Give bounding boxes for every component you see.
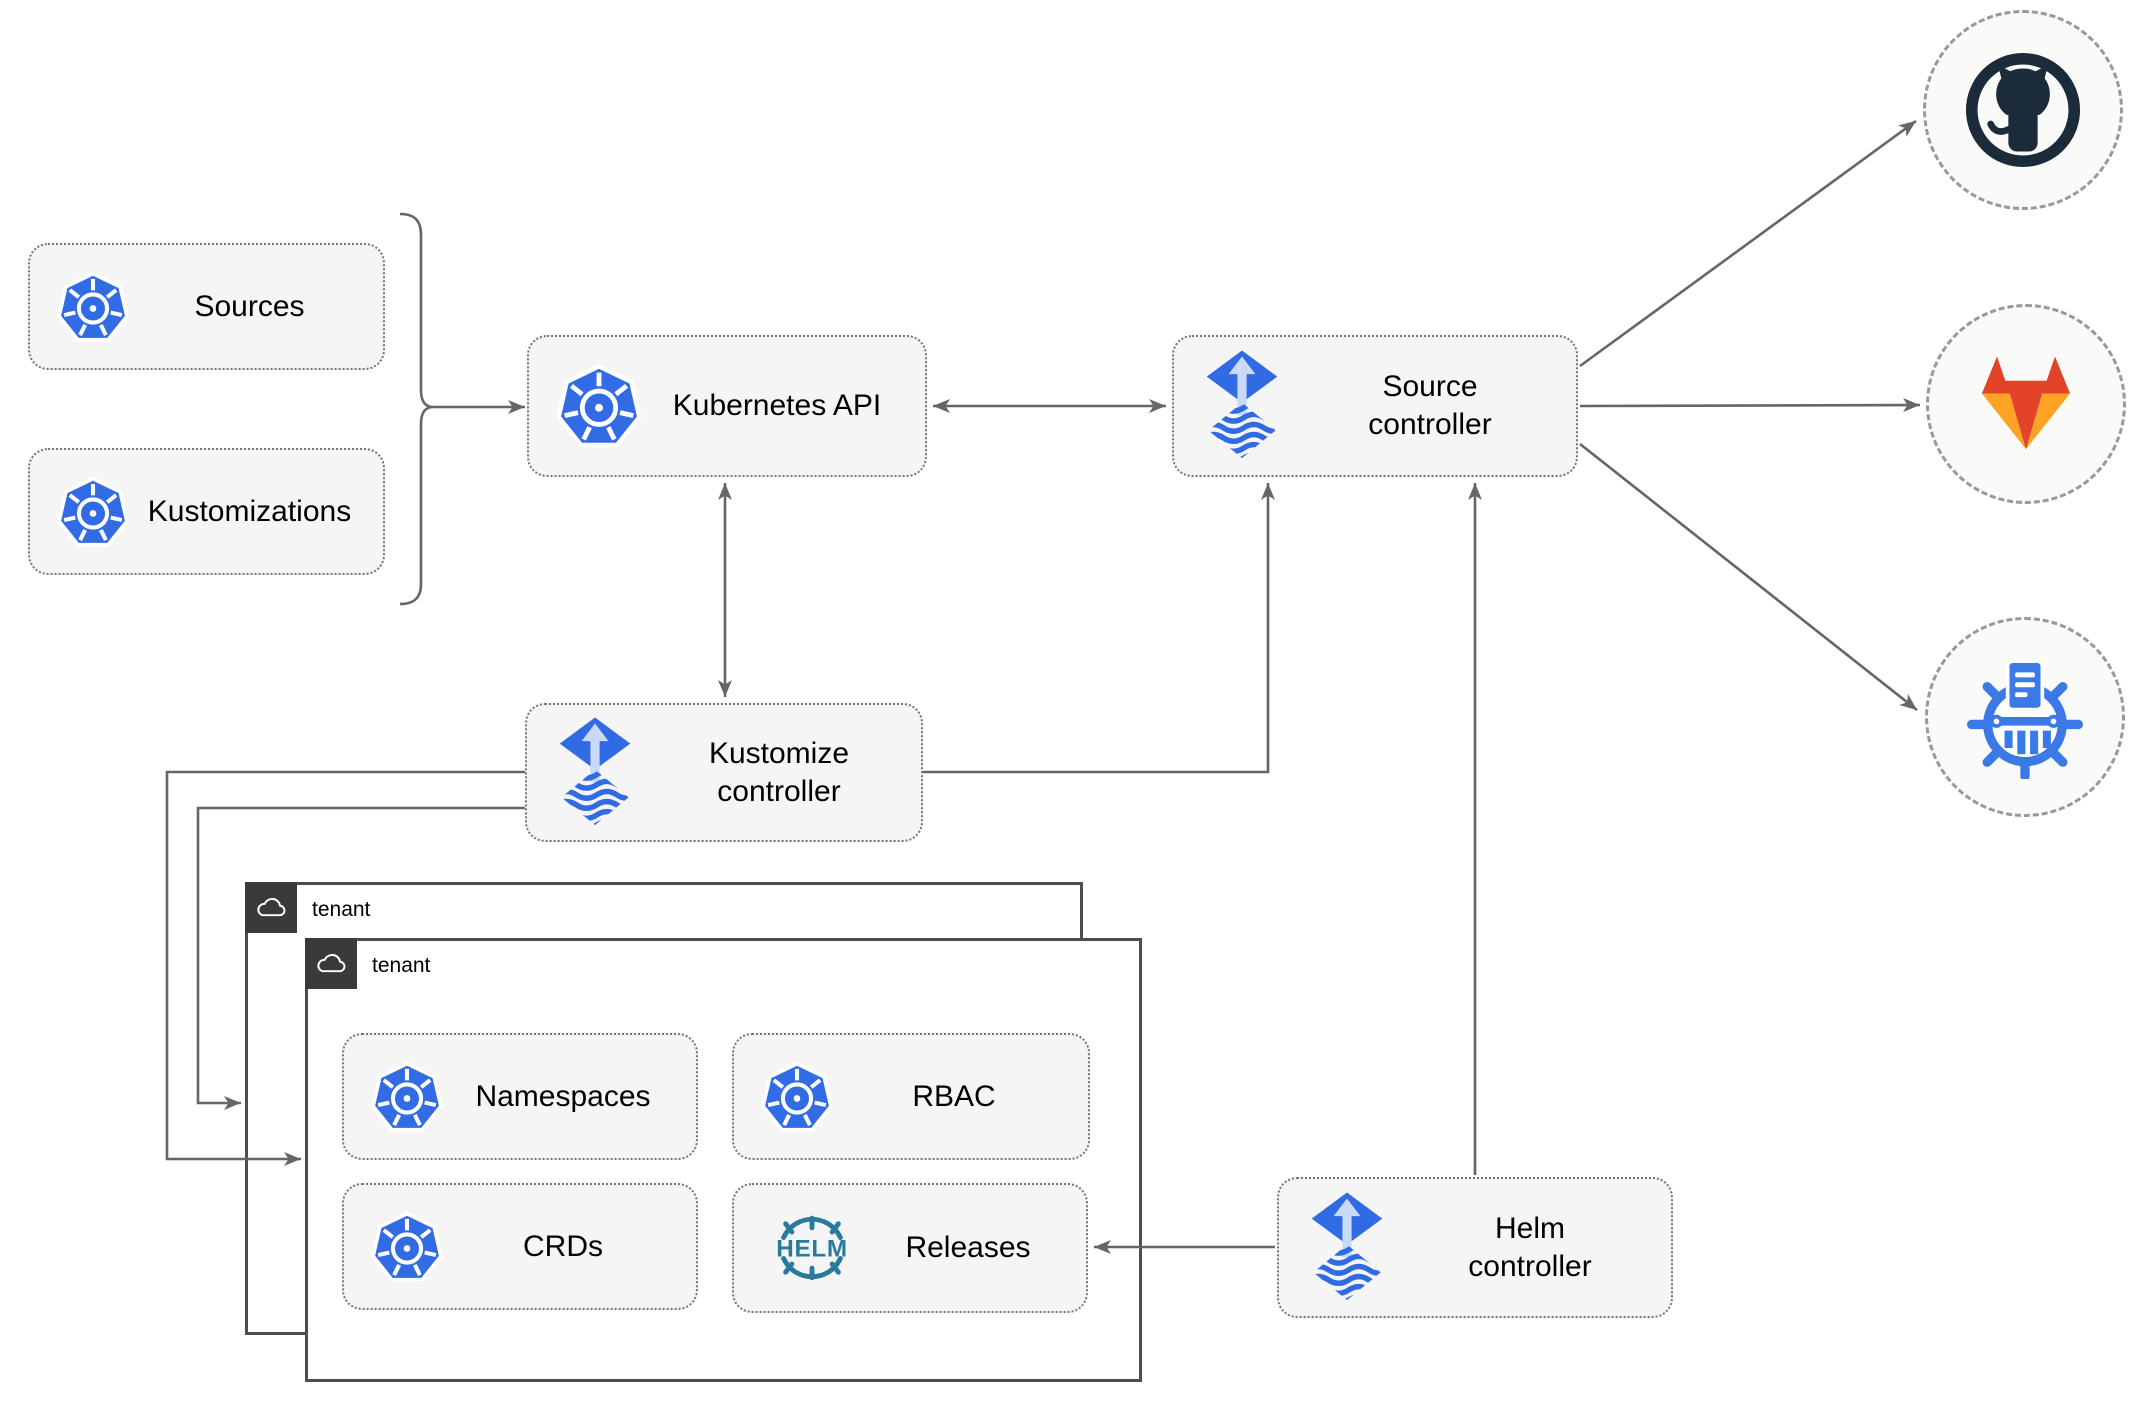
brace (399, 212, 434, 606)
node-label: Kustomize controller (708, 736, 850, 808)
helm-repository-target (1925, 617, 2125, 817)
cloud-icon (305, 938, 357, 989)
edge-source-to-helm-repository (1579, 442, 1918, 712)
node-kustomize-controller: Kustomize controller (525, 703, 923, 842)
svg-text:HELM: HELM (776, 1235, 847, 1262)
node-label: CRDs (523, 1229, 603, 1263)
node-label: RBAC (912, 1079, 996, 1113)
kubernetes-icon (760, 1059, 834, 1135)
node-label: Sources (194, 289, 305, 323)
node-kustomizations: Kustomizations (28, 448, 385, 575)
node-label: Helm controller (1468, 1211, 1592, 1283)
node-namespaces: Namespaces (342, 1033, 698, 1160)
kubernetes-icon (370, 1059, 444, 1135)
kubernetes-icon (56, 474, 130, 550)
cloud-icon (245, 882, 297, 933)
helm-logo-icon: HELM (760, 1212, 864, 1284)
edge-source-to-github (1579, 119, 1917, 368)
edge-source-to-gitlab (1579, 398, 1921, 413)
flux-icon (553, 717, 637, 829)
github-target (1923, 10, 2123, 210)
node-releases: HELM Releases (732, 1183, 1088, 1313)
gitlab-icon (1968, 350, 2084, 458)
node-label: Source controller (1368, 370, 1492, 441)
github-icon (1962, 49, 2084, 171)
tenant-container-front: tenant (305, 938, 1142, 1382)
node-label: Kubernetes API (672, 389, 882, 422)
edge-kustomize-to-source (923, 483, 1275, 774)
node-crds: CRDs (342, 1183, 698, 1310)
node-sources: Sources (28, 243, 385, 370)
gitlab-target (1926, 304, 2126, 504)
node-source-controller: Source controller (1172, 335, 1578, 477)
node-kubernetes-api: Kubernetes API (527, 335, 927, 477)
kubernetes-icon (370, 1209, 444, 1285)
node-rbac: RBAC (732, 1033, 1090, 1160)
node-label: Releases (905, 1231, 1031, 1264)
tenant-label: tenant (312, 898, 371, 921)
node-label: Kustomizations (147, 494, 352, 528)
tenant-label: tenant (372, 954, 431, 977)
flux-icon (1305, 1192, 1389, 1304)
kubernetes-icon (555, 361, 643, 451)
flux-icon (1200, 350, 1284, 462)
kubernetes-icon (56, 269, 130, 345)
helm-repository-icon (1963, 655, 2087, 782)
node-label: Namespaces (475, 1079, 651, 1113)
node-helm-controller: Helm controller (1277, 1177, 1673, 1318)
